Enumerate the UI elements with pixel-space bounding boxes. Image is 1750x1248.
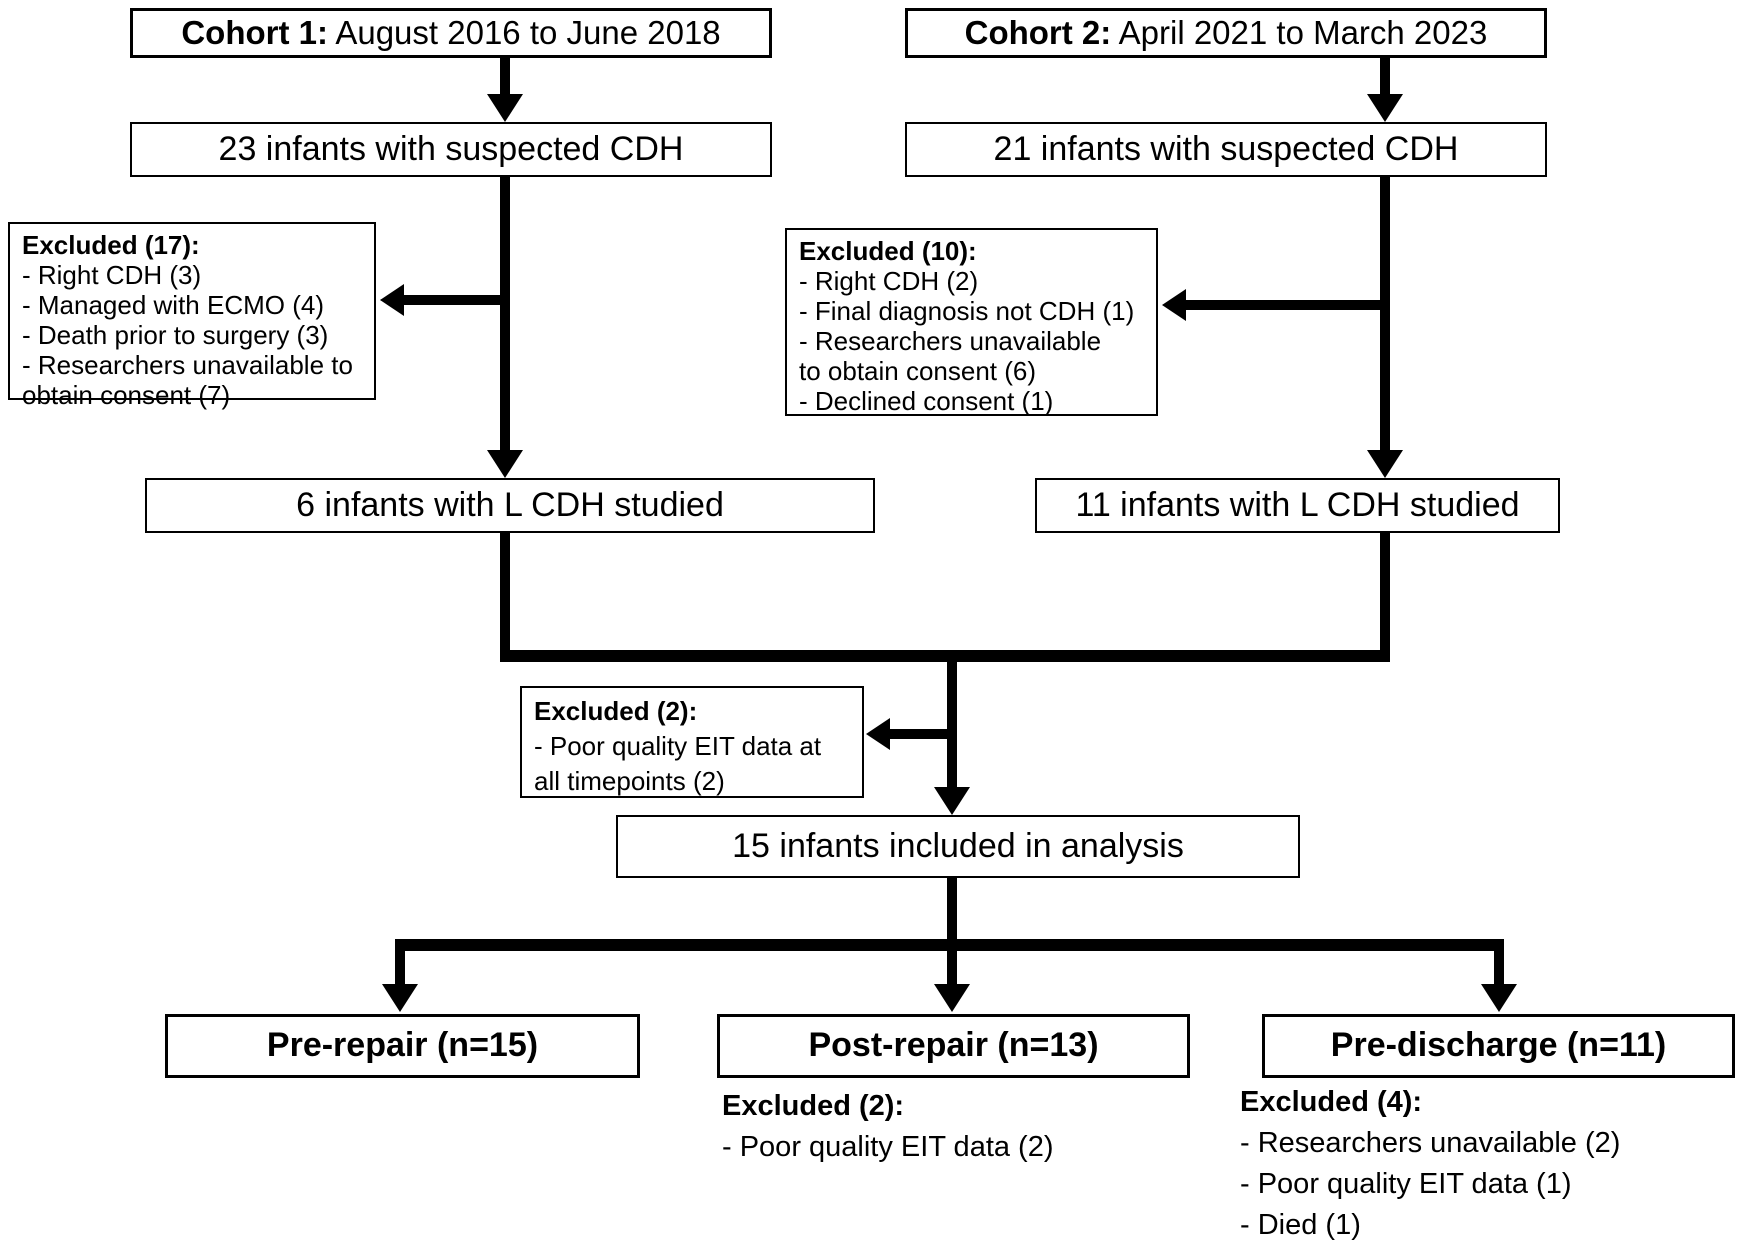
excluded-cohort1-item: obtain consent (7) bbox=[22, 380, 231, 410]
excluded-cohort1-item: - Death prior to surgery (3) bbox=[22, 320, 329, 350]
cohort1-period: August 2016 to June 2018 bbox=[327, 13, 721, 51]
flow-line-cohort2-down bbox=[1380, 58, 1390, 98]
postrepair-box: Post-repair (n=13) bbox=[717, 1014, 1190, 1078]
excluded-cohort1-item: - Managed with ECMO (4) bbox=[22, 290, 324, 320]
flow-line-to-analysis bbox=[947, 650, 957, 787]
arrowhead-to-analysis bbox=[934, 787, 970, 815]
excluded-cohort1-title: Excluded (17): bbox=[22, 230, 200, 260]
arrowhead-predischarge bbox=[1481, 984, 1517, 1012]
excluded-cohort1-box: Excluded (17): - Right CDH (3) - Managed… bbox=[8, 222, 376, 410]
merge-line-horizontal bbox=[500, 650, 1390, 662]
postrepair-label: Post-repair (n=13) bbox=[808, 1026, 1099, 1065]
excluded-cohort1-item: - Researchers unavailable to bbox=[22, 350, 353, 380]
arrowhead-prerepair bbox=[382, 984, 418, 1012]
arrowhead-cohort1-down bbox=[487, 94, 523, 122]
suspected-cdh-cohort1-label: 23 infants with suspected CDH bbox=[218, 129, 684, 168]
merge-line-left bbox=[500, 533, 510, 662]
excluded-cohort2-item: - Researchers unavailable bbox=[799, 326, 1102, 356]
split-line-predischarge bbox=[1494, 951, 1504, 984]
prerepair-box: Pre-repair (n=15) bbox=[165, 1014, 640, 1078]
excluded-analysis-item: - Poor quality EIT data at bbox=[534, 731, 822, 761]
excluded-predischarge-item: - Died (1) bbox=[1240, 1209, 1361, 1241]
excluded-cohort2-box: Excluded (10): - Right CDH (2) - Final d… bbox=[785, 228, 1158, 416]
flow-line-cohort1-down bbox=[500, 58, 510, 98]
excluded-predischarge-title: Excluded (4): bbox=[1240, 1086, 1423, 1118]
cohort2-period: April 2021 to March 2023 bbox=[1111, 13, 1488, 51]
excluded-postrepair-item: - Poor quality EIT data (2) bbox=[722, 1131, 1054, 1163]
studied-cohort1-box: 6 infants with L CDH studied bbox=[145, 478, 875, 533]
suspected-cdh-cohort2-box: 21 infants with suspected CDH bbox=[905, 122, 1547, 177]
excluded-cohort2-item: - Final diagnosis not CDH (1) bbox=[799, 296, 1135, 326]
arrowhead-cohort2-down bbox=[1367, 94, 1403, 122]
excluded-cohort2-item: - Right CDH (2) bbox=[799, 266, 979, 296]
predischarge-label: Pre-discharge (n=11) bbox=[1330, 1026, 1667, 1065]
flow-line-suspected1-down bbox=[500, 177, 510, 452]
cohort2-header-box: Cohort 2: April 2021 to March 2023 bbox=[905, 8, 1547, 58]
cohort1-header-box: Cohort 1: August 2016 to June 2018 bbox=[130, 8, 772, 58]
merge-line-right bbox=[1380, 533, 1390, 662]
cohort1-label: Cohort 1: bbox=[181, 13, 328, 51]
branch-line-excluded17 bbox=[404, 295, 510, 305]
excluded-predischarge-note: Excluded (4): - Researchers unavailable … bbox=[1240, 1082, 1620, 1246]
analysis-box: 15 infants included in analysis bbox=[616, 815, 1300, 878]
arrowhead-excluded2 bbox=[866, 718, 890, 750]
suspected-cdh-cohort2-label: 21 infants with suspected CDH bbox=[993, 129, 1459, 168]
split-line-prerepair bbox=[395, 951, 405, 984]
excluded-cohort2-item: - Declined consent (1) bbox=[799, 386, 1054, 416]
split-line-postrepair bbox=[947, 951, 957, 984]
excluded-postrepair-title: Excluded (2): bbox=[722, 1090, 905, 1122]
predischarge-box: Pre-discharge (n=11) bbox=[1262, 1014, 1735, 1078]
arrowhead-excluded17 bbox=[380, 284, 404, 316]
prerepair-label: Pre-repair (n=15) bbox=[266, 1026, 539, 1065]
split-line-stem bbox=[947, 878, 957, 951]
excluded-predischarge-item: - Poor quality EIT data (1) bbox=[1240, 1168, 1572, 1200]
arrowhead-excluded10 bbox=[1162, 289, 1186, 321]
excluded-analysis-box: Excluded (2): - Poor quality EIT data at… bbox=[520, 686, 864, 798]
branch-line-excluded10 bbox=[1186, 300, 1380, 310]
excluded-cohort1-item: - Right CDH (3) bbox=[22, 260, 202, 290]
arrowhead-suspected2-down bbox=[1367, 450, 1403, 478]
excluded-cohort2-item: to obtain consent (6) bbox=[799, 356, 1037, 386]
analysis-label: 15 infants included in analysis bbox=[732, 826, 1184, 865]
studied-cohort1-label: 6 infants with L CDH studied bbox=[296, 485, 724, 524]
studied-cohort2-box: 11 infants with L CDH studied bbox=[1035, 478, 1560, 533]
arrowhead-suspected1-down bbox=[487, 450, 523, 478]
flow-line-suspected2-down bbox=[1380, 177, 1390, 452]
excluded-analysis-item: all timepoints (2) bbox=[534, 766, 725, 796]
branch-line-excluded2 bbox=[890, 729, 952, 739]
suspected-cdh-cohort1-box: 23 infants with suspected CDH bbox=[130, 122, 772, 177]
split-line-horizontal bbox=[395, 939, 1504, 951]
arrowhead-postrepair bbox=[934, 984, 970, 1012]
excluded-postrepair-note: Excluded (2): - Poor quality EIT data (2… bbox=[722, 1086, 1054, 1168]
excluded-cohort2-title: Excluded (10): bbox=[799, 236, 977, 266]
studied-cohort2-label: 11 infants with L CDH studied bbox=[1075, 485, 1520, 524]
excluded-predischarge-item: - Researchers unavailable (2) bbox=[1240, 1127, 1621, 1159]
cohort2-label: Cohort 2: bbox=[964, 13, 1112, 51]
excluded-analysis-title: Excluded (2): bbox=[534, 696, 698, 726]
